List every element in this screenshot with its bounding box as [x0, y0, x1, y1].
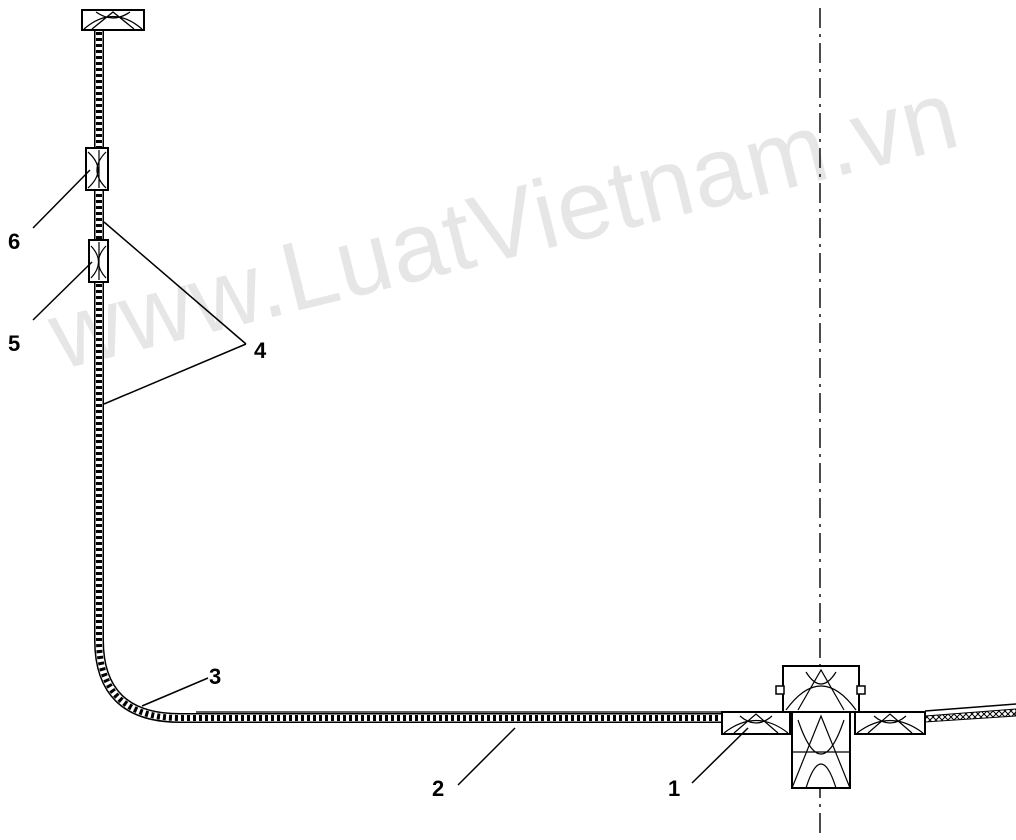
connector-clamp-1	[721, 711, 791, 735]
leader-lines	[32, 169, 749, 786]
callout-1: 1	[668, 776, 680, 801]
watermark-text: www.LuatVietnam.vn	[37, 58, 968, 390]
connector-clamp-6	[85, 147, 109, 191]
callout-4: 4	[254, 338, 267, 363]
callout-5: 5	[8, 331, 20, 356]
conductor-outline	[94, 26, 725, 723]
conductor-hatch	[96, 26, 725, 721]
connector-clamp-5	[88, 239, 109, 283]
callout-3: 3	[209, 664, 221, 689]
conductor-core	[95, 26, 725, 722]
callout-6: 6	[8, 229, 20, 254]
callout-2: 2	[432, 776, 444, 801]
earthing-pit-assembly	[775, 665, 926, 789]
top-terminal-clamp	[81, 9, 145, 31]
ground-surface-right	[924, 703, 1016, 723]
